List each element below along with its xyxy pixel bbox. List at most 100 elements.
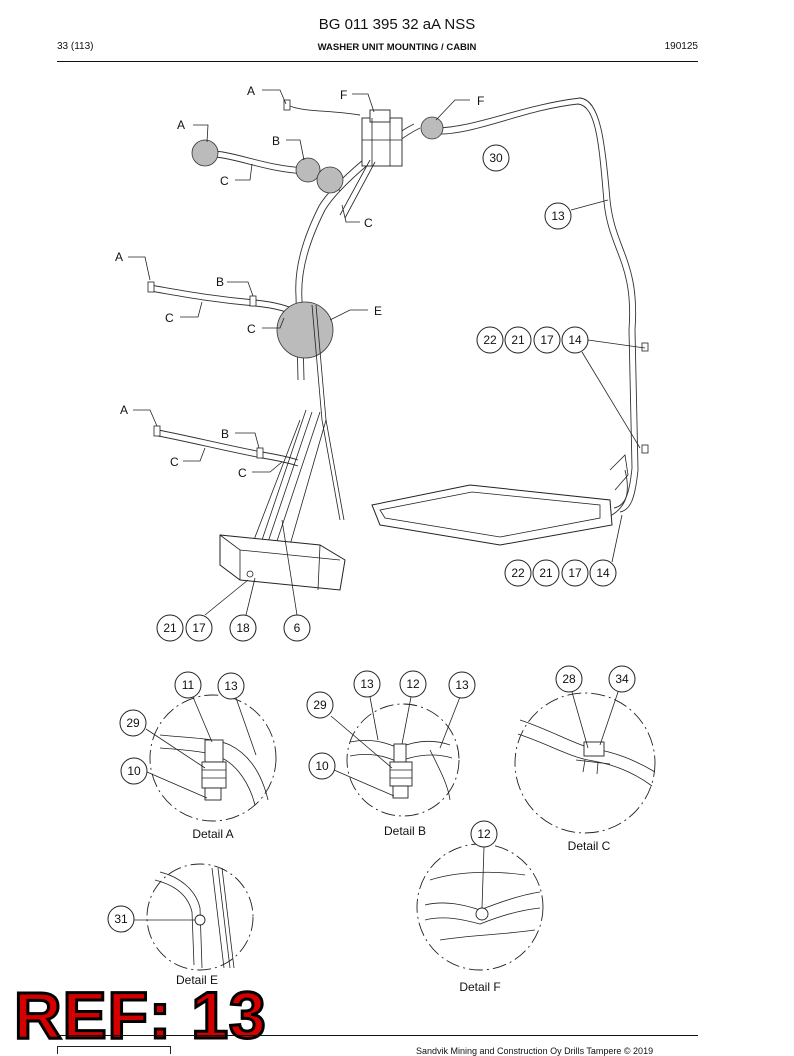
svg-text:14: 14 (596, 566, 610, 580)
letter-leaders (128, 89, 470, 473)
detail-b-callout-13: 13 (353, 670, 381, 698)
roof-panel (371, 454, 629, 546)
svg-text:17: 17 (568, 566, 582, 580)
svg-text:29: 29 (313, 698, 327, 712)
callout-leaders (204, 199, 646, 616)
label-c-3: C (165, 311, 174, 325)
detail-a-callout-13: 13 (217, 672, 245, 700)
detail-b-callout-13: 13 (448, 671, 476, 699)
label-f-1: F (340, 88, 347, 102)
header-rule (57, 61, 698, 62)
detail-e-callout-31: 31 (107, 905, 135, 933)
callout-14: 14 (561, 326, 589, 354)
label-c-5: C (170, 455, 179, 469)
detail-b-label: Detail B (384, 824, 426, 838)
svg-text:13: 13 (224, 679, 238, 693)
sandvik-logo (57, 1046, 171, 1054)
footer-copyright: Sandvik Mining and Construction Oy Drill… (416, 1046, 654, 1056)
svg-text:13: 13 (360, 677, 374, 691)
svg-text:21: 21 (539, 566, 553, 580)
svg-text:29: 29 (126, 716, 140, 730)
label-c-2: C (364, 216, 373, 230)
callout-17: 17 (533, 326, 561, 354)
detail-f-marker (420, 116, 444, 140)
callout-6: 6 (283, 614, 311, 642)
svg-text:13: 13 (455, 678, 469, 692)
detail-e-marker (276, 301, 334, 359)
callout-21: 21 (156, 614, 184, 642)
callout-30: 30 (482, 144, 510, 172)
svg-text:34: 34 (615, 672, 629, 686)
washer-tank (219, 534, 346, 591)
svg-text:18: 18 (236, 621, 250, 635)
date-code: 190125 (664, 41, 698, 52)
label-c-6: C (238, 466, 247, 480)
label-c-4: C (247, 322, 256, 336)
svg-text:10: 10 (127, 764, 141, 778)
callout-18: 18 (229, 614, 257, 642)
label-a-2: A (177, 118, 185, 132)
callout-21: 21 (504, 326, 532, 354)
label-b-3: B (221, 427, 229, 441)
detail-e (134, 863, 254, 971)
wiper-arms (251, 304, 345, 546)
callout-21: 21 (532, 559, 560, 587)
svg-text:14: 14 (568, 333, 582, 347)
label-c-1: C (220, 174, 229, 188)
svg-text:21: 21 (511, 333, 525, 347)
detail-c-marker (316, 166, 344, 194)
detail-a-label: Detail A (192, 827, 233, 841)
svg-text:21: 21 (163, 621, 177, 635)
detail-b-callout-12: 12 (399, 670, 427, 698)
svg-text:22: 22 (483, 333, 497, 347)
svg-text:17: 17 (540, 333, 554, 347)
svg-text:10: 10 (315, 759, 329, 773)
washer-valve-cluster (339, 109, 403, 219)
detail-f-label: Detail F (459, 980, 500, 994)
svg-text:13: 13 (551, 209, 565, 223)
label-e: E (374, 304, 382, 318)
svg-text:11: 11 (182, 678, 195, 692)
svg-text:30: 30 (489, 151, 503, 165)
detail-a-marker (191, 139, 219, 167)
document-number: BG 011 395 32 aA NSS (318, 16, 476, 33)
detail-e-label: Detail E (176, 973, 218, 987)
label-f-2: F (477, 94, 484, 108)
svg-text:28: 28 (562, 672, 576, 686)
connectors (147, 99, 649, 459)
svg-text:22: 22 (511, 566, 525, 580)
detail-b-callout-10: 10 (308, 752, 336, 780)
detail-a-callout-10: 10 (120, 757, 148, 785)
label-a-3: A (115, 250, 123, 264)
label-b-1: B (272, 134, 280, 148)
ref-stamp: REF: 13 (13, 978, 268, 1052)
svg-text:12: 12 (406, 677, 420, 691)
label-b-2: B (216, 275, 224, 289)
detail-c (514, 691, 656, 834)
detail-c-callout-34: 34 (608, 665, 636, 693)
svg-text:12: 12 (477, 827, 491, 841)
callout-22: 22 (504, 559, 532, 587)
detail-b-marker (295, 157, 321, 183)
detail-b (330, 696, 461, 817)
footer-rule (57, 1035, 698, 1036)
svg-text:6: 6 (294, 621, 301, 635)
callout-17: 17 (185, 614, 213, 642)
section-title: WASHER UNIT MOUNTING / CABIN (317, 42, 477, 53)
page-number: 33 (113) (57, 41, 94, 52)
detail-b-callout-29: 29 (306, 691, 334, 719)
callout-14: 14 (589, 559, 617, 587)
detail-a-callout-29: 29 (119, 709, 147, 737)
detail-c-label: Detail C (568, 839, 611, 853)
svg-text:31: 31 (114, 912, 128, 926)
detail-a (145, 694, 277, 822)
callout-13: 13 (544, 202, 572, 230)
detail-f (416, 843, 544, 971)
svg-text:17: 17 (192, 621, 206, 635)
label-a-1: A (247, 84, 255, 98)
label-a-4: A (120, 403, 128, 417)
callout-17: 17 (561, 559, 589, 587)
detail-c-callout-28: 28 (555, 665, 583, 693)
detail-f-callout-12: 12 (470, 820, 498, 848)
